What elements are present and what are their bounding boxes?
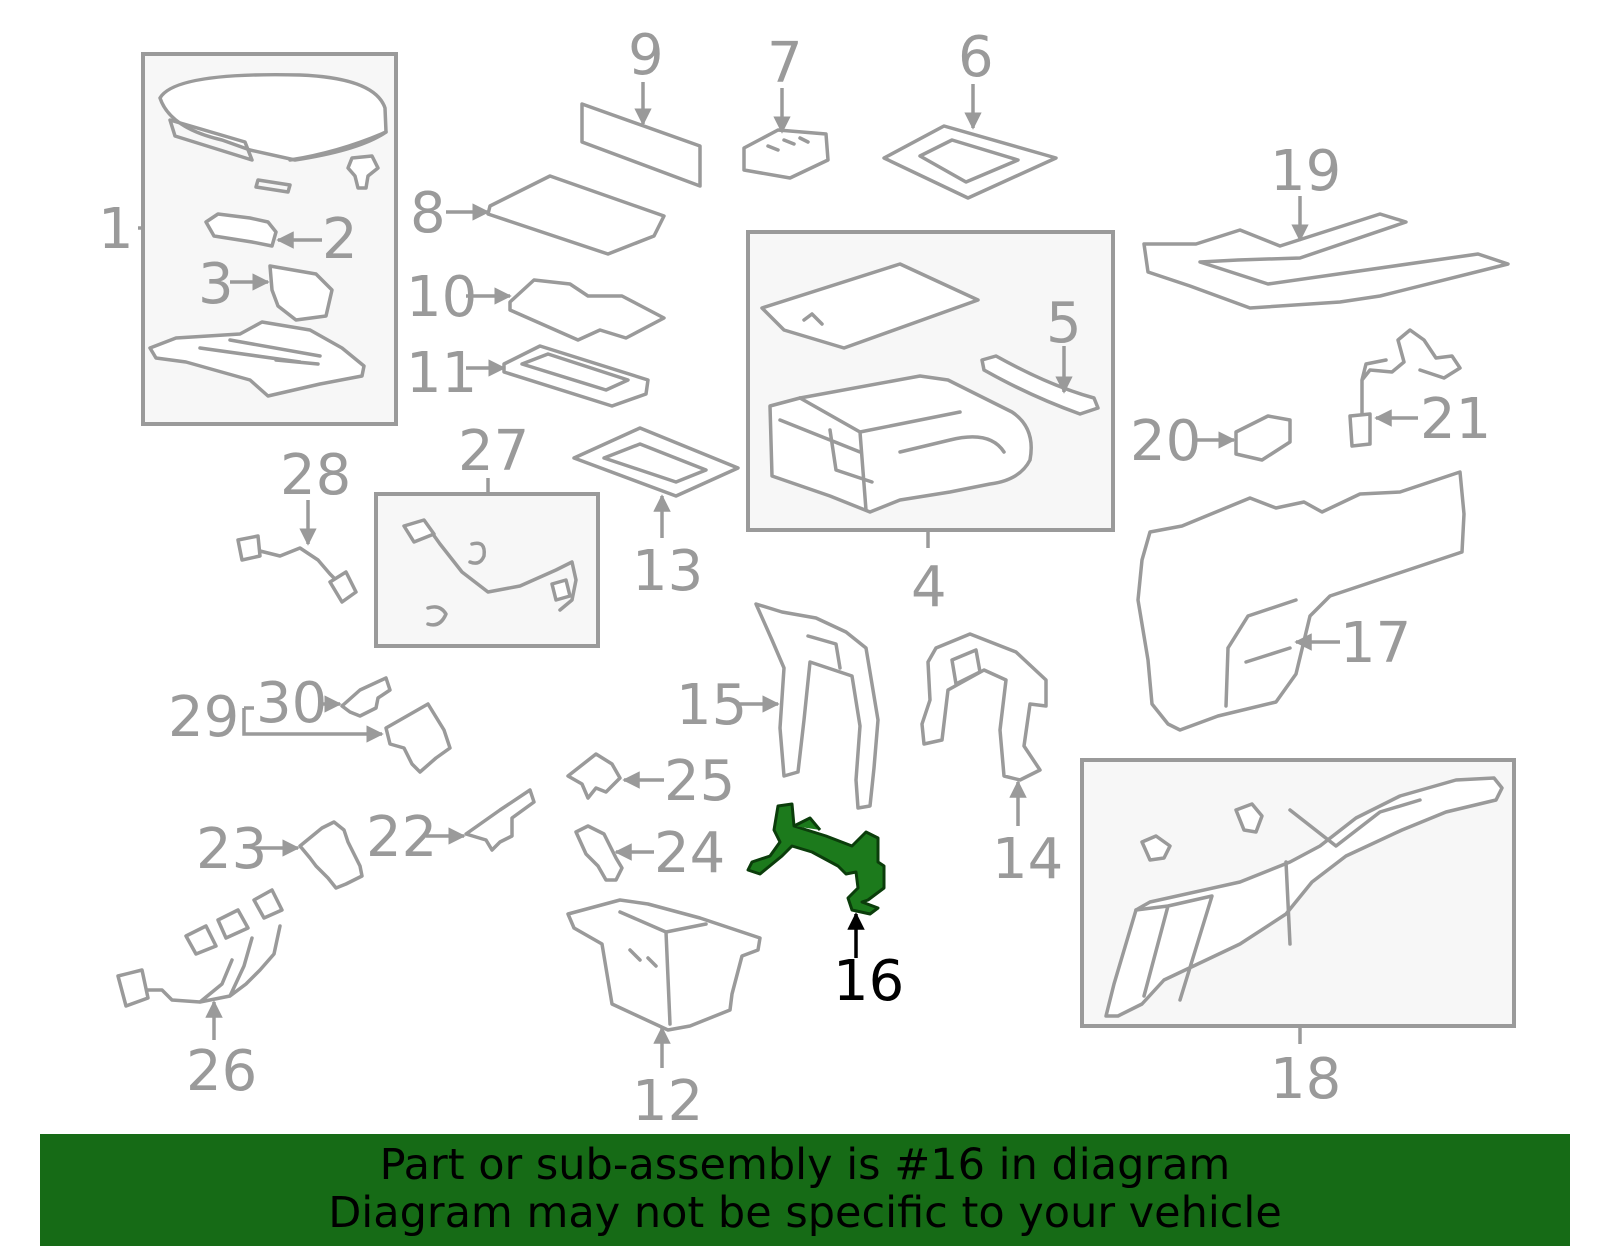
part-16-shape[interactable] [746, 802, 886, 916]
callout-9: 9 [628, 23, 664, 88]
callout-26: 26 [186, 1039, 257, 1104]
console-bin [768, 374, 1033, 514]
part-group-27: 27 28 [236, 419, 600, 648]
callout-23: 23 [196, 817, 267, 882]
callout-18: 18 [1270, 1047, 1341, 1112]
part-3-shape [268, 264, 334, 322]
callout-19: 19 [1270, 139, 1341, 204]
part-group-12: 12 [566, 898, 762, 1134]
part-17-shape [1136, 470, 1466, 732]
part-25-shape [566, 752, 622, 800]
part-24-shape [574, 824, 624, 882]
info-banner: Part or sub-assembly is #16 in diagram D… [40, 1134, 1570, 1246]
callout-22: 22 [366, 805, 437, 870]
callout-16: 16 [833, 949, 904, 1014]
callout-15: 15 [676, 673, 747, 738]
part-22-shape [464, 788, 536, 852]
callout-3: 3 [198, 252, 234, 317]
callout-25: 25 [664, 749, 735, 814]
part-5-shape [980, 354, 1100, 416]
callout-21: 21 [1420, 387, 1491, 452]
part-28-harness [254, 546, 348, 592]
callout-30: 30 [256, 671, 327, 736]
part-13-shape [572, 426, 740, 498]
callout-24: 24 [654, 821, 725, 886]
part-18-shape [1104, 776, 1504, 1018]
callout-20: 20 [1130, 409, 1201, 474]
part-group-4: 5 4 [746, 230, 1115, 620]
part-9-shape [580, 102, 702, 188]
part-group-brackets: 15 14 [676, 602, 1063, 892]
banner-line-disclaimer: Diagram may not be specific to your vehi… [328, 1188, 1282, 1238]
part-21-harness [1360, 328, 1462, 416]
part-15-shape [754, 602, 880, 810]
callout-1: 1 [98, 197, 134, 262]
callout-17: 17 [1340, 611, 1411, 676]
callout-27: 27 [458, 419, 529, 484]
part-group-left-small: 30 29 25 24 22 23 26 [116, 671, 735, 1104]
part-2-shape [204, 212, 278, 248]
callout-10: 10 [406, 265, 477, 330]
callout-4: 4 [911, 555, 947, 620]
part-10-shape [508, 278, 666, 342]
part-group-18: 18 [1080, 758, 1516, 1112]
banner-line-part: Part or sub-assembly is #16 in diagram [379, 1140, 1231, 1190]
part-11-shape [502, 344, 650, 408]
callout-7: 7 [767, 31, 803, 96]
group-box-27 [374, 492, 600, 648]
small-slot [254, 178, 292, 194]
part-30-shape [340, 676, 392, 718]
armrest-lid [158, 72, 388, 162]
callout-13: 13 [632, 539, 703, 604]
callout-5: 5 [1046, 291, 1082, 356]
part-14-shape [920, 632, 1048, 782]
part-16-highlight[interactable]: 16 [746, 802, 904, 1014]
part-group-upper-middle: 9 7 6 8 10 11 13 [406, 23, 1058, 604]
part-23-shape [298, 820, 364, 890]
callout-28: 28 [280, 443, 351, 508]
part-12-shape [566, 898, 762, 1032]
callout-14: 14 [992, 827, 1063, 892]
callout-12: 12 [632, 1069, 703, 1134]
callout-6: 6 [958, 25, 994, 90]
part-21-connector [1348, 412, 1372, 448]
part-group-right: 19 20 21 17 [1130, 139, 1510, 732]
part-27-harness [410, 528, 578, 612]
callout-2: 2 [322, 207, 358, 272]
part-26-harness [140, 924, 282, 1004]
part-29-shape [384, 702, 452, 774]
callout-8: 8 [410, 181, 446, 246]
console-lid [760, 262, 980, 350]
callout-11: 11 [406, 341, 477, 406]
armrest-base [148, 320, 366, 398]
part-8-shape [486, 174, 666, 256]
latch-clip [346, 154, 380, 190]
part-20-shape [1234, 414, 1292, 462]
part-6-shape [882, 124, 1058, 200]
part-7-shape [742, 128, 830, 180]
part-group-1: 1 2 3 [98, 52, 398, 426]
part-19-shape [1142, 212, 1510, 310]
callout-29: 29 [168, 685, 239, 750]
